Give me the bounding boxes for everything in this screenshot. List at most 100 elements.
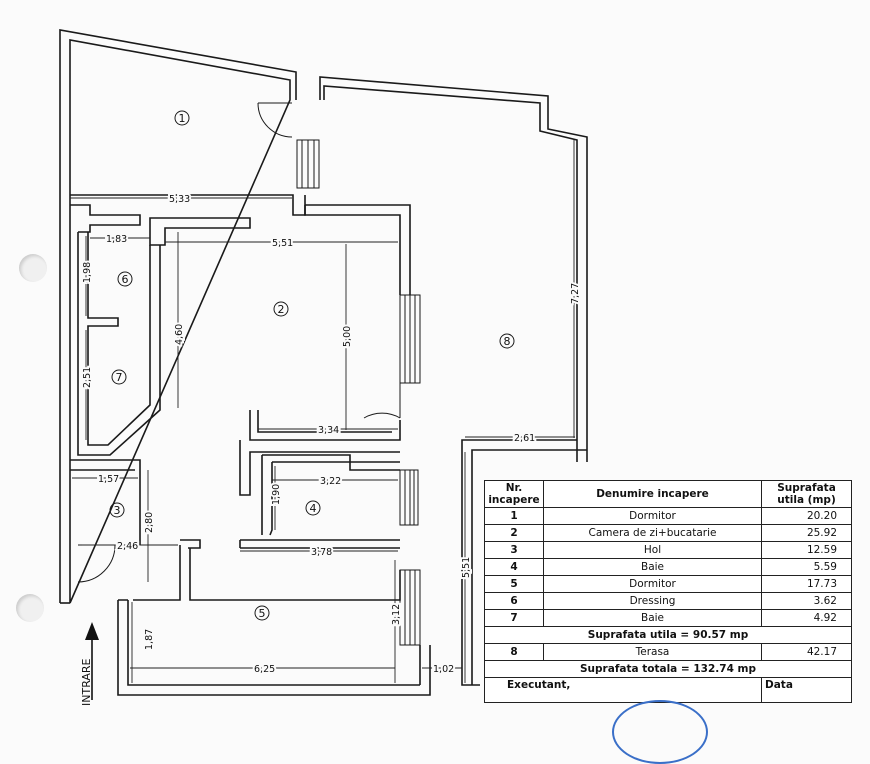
wall-room5 — [117, 545, 431, 696]
room-marker-2: 2 — [273, 301, 289, 317]
cell-area: 3.62 — [761, 592, 852, 610]
room-marker-8: 8 — [499, 333, 515, 349]
dim-label: 3,34 — [318, 425, 339, 436]
room-marker-6: 6 — [117, 271, 133, 287]
cell-nr: 2 — [484, 524, 544, 542]
svg-text:3: 3 — [114, 504, 121, 517]
dim-label: 3,78 — [311, 547, 332, 558]
stamp-seal — [612, 700, 708, 764]
dim-label: 6,25 — [254, 664, 275, 675]
cell-name: Baie — [543, 609, 762, 627]
cell-nr: 5 — [484, 575, 544, 593]
cell-nr: 3 — [484, 541, 544, 559]
svg-text:5: 5 — [259, 607, 266, 620]
dim-label: 2,61 — [514, 433, 535, 444]
cell-area: 12.59 — [761, 541, 852, 559]
svg-text:6: 6 — [122, 273, 129, 286]
room-marker-3: 3 — [109, 502, 125, 518]
dim-label: 1,90 — [271, 484, 282, 505]
window-stairs-3 — [399, 469, 419, 526]
room-marker-4: 4 — [305, 500, 321, 516]
wall-room2-top — [149, 217, 251, 246]
dim-label: 1,02 — [433, 664, 454, 675]
cell-area: 20.20 — [761, 507, 852, 525]
dim-label: 5,33 — [169, 194, 190, 205]
door-room1 — [257, 102, 293, 138]
cell-name: Dressing — [543, 592, 762, 610]
grand-total: Suprafata totala = 132.74 mp — [484, 660, 852, 678]
dim-label: 2,80 — [144, 512, 155, 533]
wall-room4 — [239, 440, 400, 536]
wall-terrace — [419, 439, 587, 686]
room-marker-7: 7 — [111, 369, 127, 385]
dim-label: 7,27 — [570, 283, 581, 304]
cell-area: 4.92 — [761, 609, 852, 627]
header-name: Denumire incapere — [543, 480, 762, 508]
entry-arrow: INTRARE — [80, 622, 99, 706]
table-row: 1 Dormitor 20.20 — [484, 507, 852, 525]
cell-area: 25.92 — [761, 524, 852, 542]
dim-label: 3,22 — [320, 476, 341, 487]
table-row: 2 Camera de zi+bucatarie 25.92 — [484, 524, 852, 542]
useful-total: Suprafata utila = 90.57 mp — [484, 626, 852, 644]
svg-text:7: 7 — [116, 371, 123, 384]
room-marker-1: 1 — [174, 110, 190, 126]
cell-nr: 1 — [484, 507, 544, 525]
cell-name: Baie — [543, 558, 762, 576]
binder-hole-top — [19, 254, 47, 282]
table-row: 5 Dormitor 17.73 — [484, 575, 852, 593]
wall-room2-top-right — [304, 204, 411, 295]
entry-label: INTRARE — [80, 658, 93, 706]
dim-label: 4,60 — [174, 324, 185, 345]
cell-name: Terasa — [543, 643, 762, 661]
executant-label: Executant, — [484, 677, 762, 703]
door-room8 — [363, 383, 401, 419]
wall-room2-bottom — [249, 410, 401, 441]
grand-total-row: Suprafata totala = 132.74 mp — [484, 660, 852, 678]
cell-name: Hol — [543, 541, 762, 559]
svg-text:1: 1 — [179, 112, 186, 125]
table-row: 4 Baie 5.59 — [484, 558, 852, 576]
svg-text:4: 4 — [310, 502, 317, 515]
room-marker-5: 5 — [254, 605, 270, 621]
table-row: 8 Terasa 42.17 — [484, 643, 852, 661]
floor-plan: 5,33 1,83 5,51 1,98 4,60 5,00 7,27 2,51 … — [59, 29, 588, 706]
room-markers: 1 2 3 4 5 6 7 8 — [109, 110, 515, 621]
cell-nr: 6 — [484, 592, 544, 610]
outer-walls — [59, 29, 588, 604]
cell-name: Camera de zi+bucatarie — [543, 524, 762, 542]
header-nr: Nr. incapere — [484, 480, 544, 508]
svg-text:2: 2 — [278, 303, 285, 316]
date-label: Data — [761, 677, 852, 703]
cell-name: Dormitor — [543, 507, 762, 525]
cell-nr: 8 — [484, 643, 544, 661]
dimension-labels: 5,33 1,83 5,51 1,98 4,60 5,00 7,27 2,51 … — [80, 192, 583, 677]
dimension-lines — [70, 140, 575, 683]
cell-area: 17.73 — [761, 575, 852, 593]
dim-label: 3,12 — [391, 604, 402, 625]
dim-label: 5,51 — [272, 238, 293, 249]
table-row: 3 Hol 12.59 — [484, 541, 852, 559]
header-area: Suprafata utila (mp) — [761, 480, 852, 508]
dim-label: 1,87 — [144, 629, 155, 650]
dim-label: 1,57 — [98, 474, 119, 485]
signature-row: Executant, Data — [484, 677, 852, 703]
svg-text:8: 8 — [504, 335, 511, 348]
wall-room3 — [70, 459, 141, 545]
window-stairs-4 — [399, 569, 421, 646]
dim-label: 5,51 — [461, 557, 472, 578]
wall-room5-top — [180, 539, 400, 549]
dim-label: 5,00 — [342, 326, 353, 347]
dim-label: 1,98 — [82, 262, 93, 283]
window-stairs-2 — [399, 294, 421, 384]
area-table: Nr. incapere Denumire incapere Suprafata… — [484, 480, 852, 703]
dim-label: 1,83 — [106, 234, 127, 245]
table-row: 6 Dressing 3.62 — [484, 592, 852, 610]
dim-label: 2,46 — [117, 541, 138, 552]
binder-hole-bottom — [16, 594, 44, 622]
cell-area: 5.59 — [761, 558, 852, 576]
wall-corridor — [70, 204, 141, 233]
useful-total-row: Suprafata utila = 90.57 mp — [484, 626, 852, 644]
wall-room6-7 — [77, 232, 161, 456]
cell-name: Dormitor — [543, 575, 762, 593]
